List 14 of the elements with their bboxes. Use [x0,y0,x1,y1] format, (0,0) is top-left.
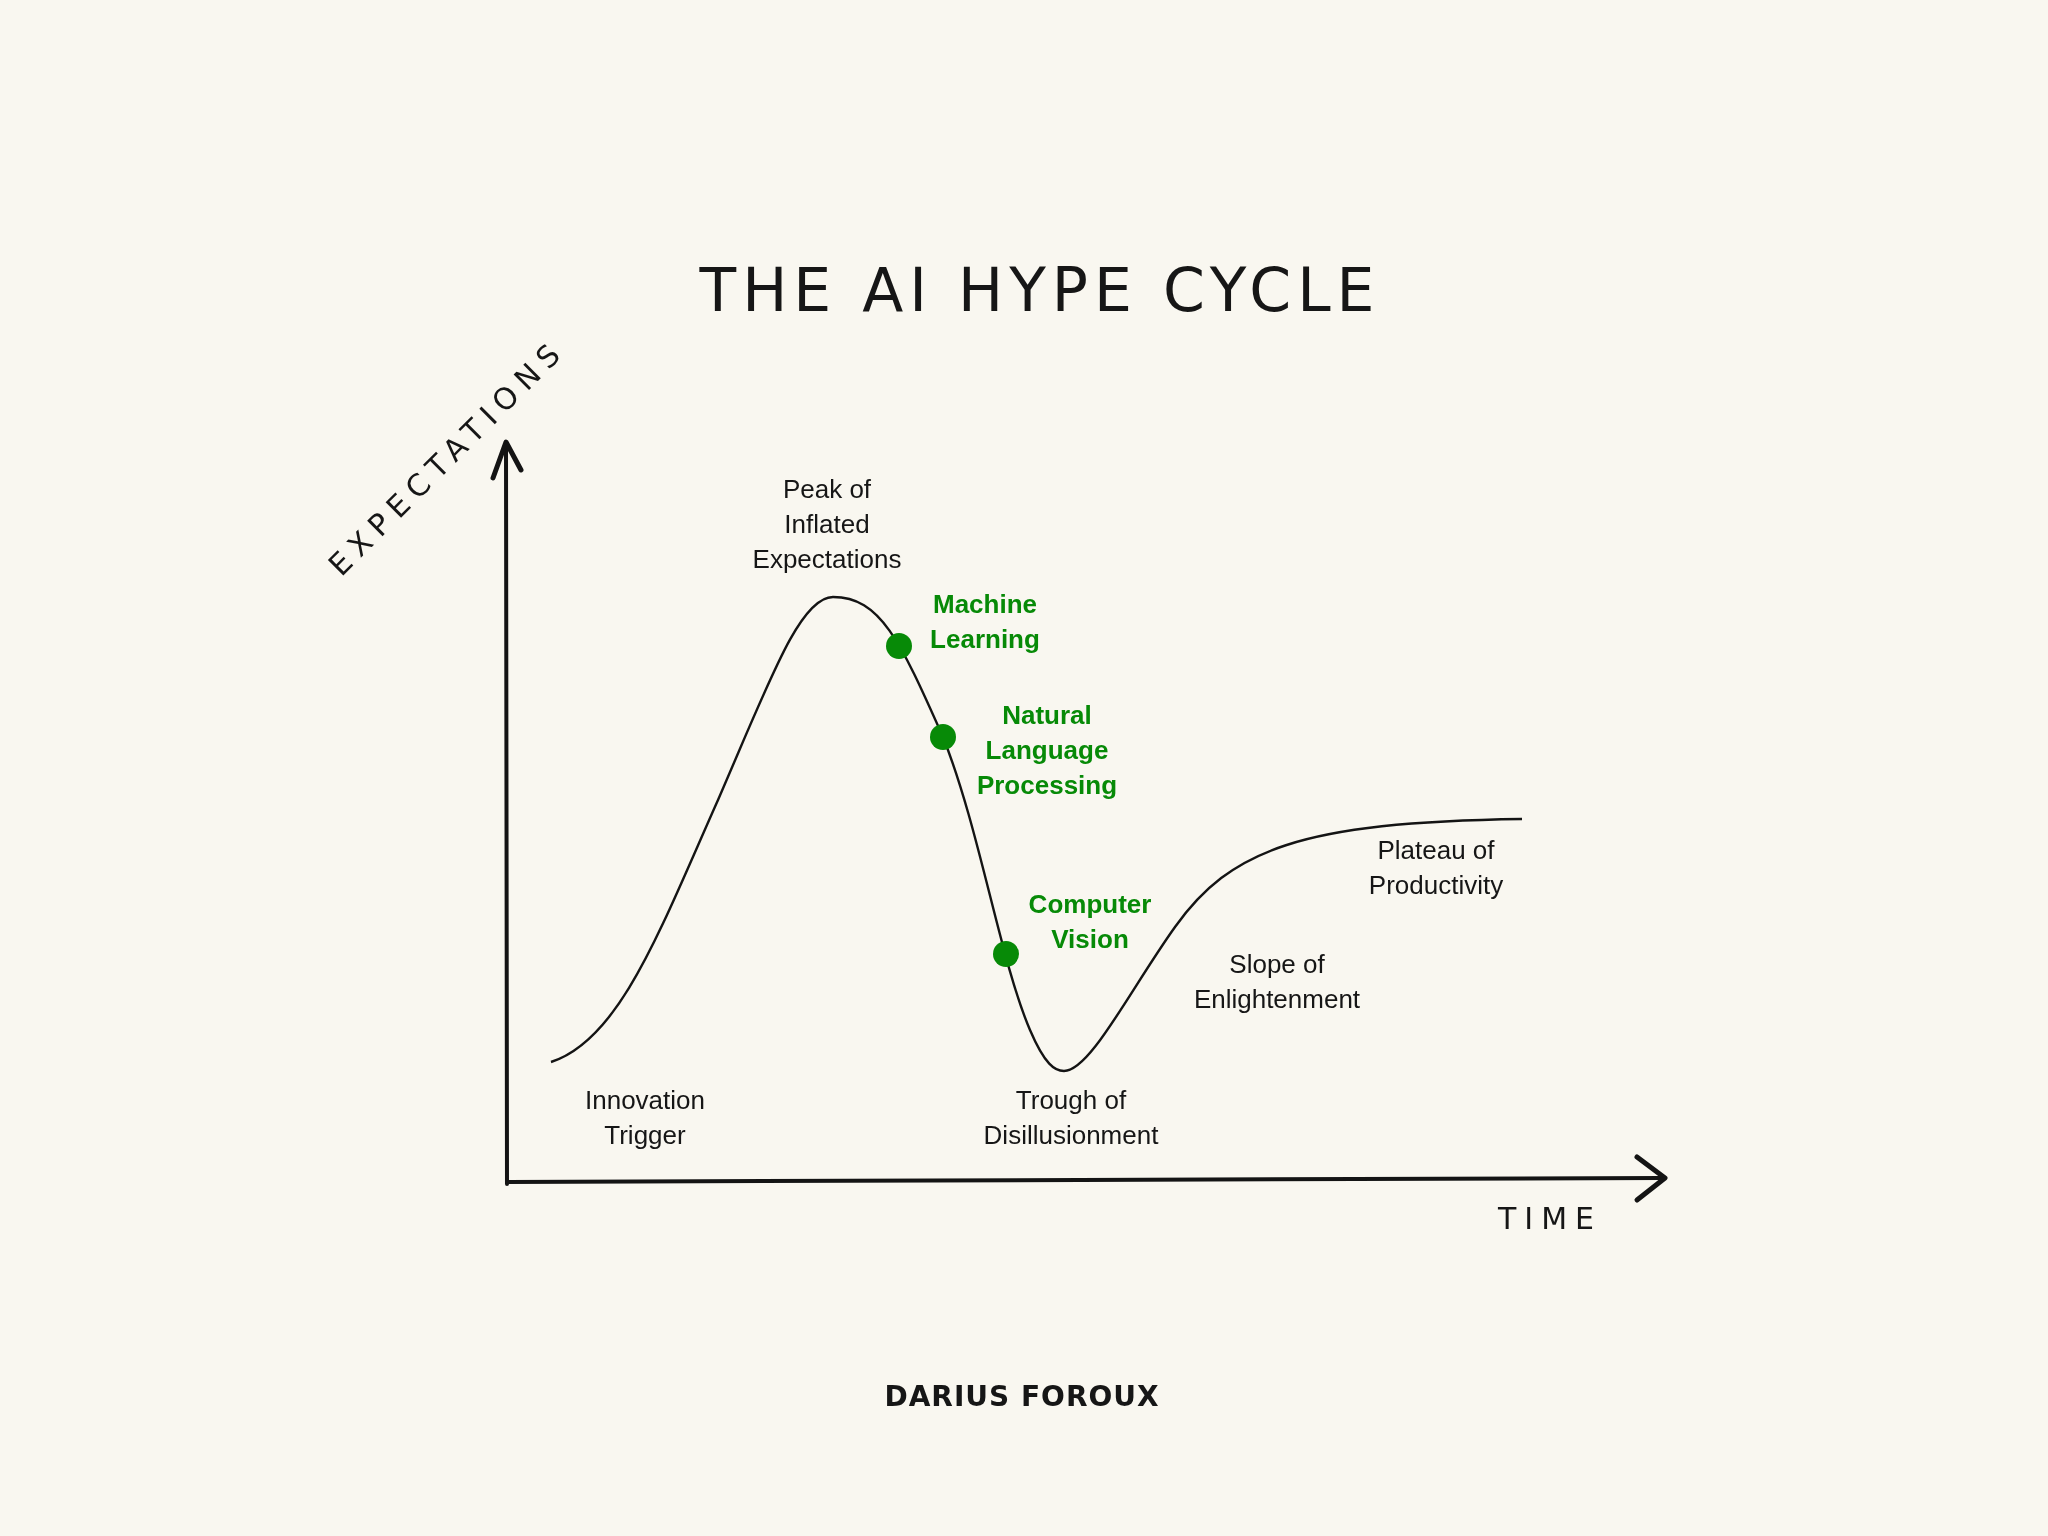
point-label: Machine Learning [929,588,1041,656]
point-marker [993,941,1019,967]
point-label: Computer Vision [1027,888,1153,956]
point-marker [930,724,956,750]
point-label: Natural Language Processing [975,699,1119,802]
phase-label: Innovation Trigger [584,1084,706,1152]
phase-label: Plateau of Productivity [1367,834,1505,902]
point-marker [886,633,912,659]
phase-label: Slope of Enlightenment [1192,948,1362,1016]
axis-label: TIME [1498,1201,1602,1235]
author-signature: DARIUS FOROUX [884,1381,1160,1413]
phase-label: Peak of Inflated Expectations [751,473,903,576]
diagram-title: THE AI HYPE CYCLE [699,257,1381,323]
phase-label: Trough of Disillusionment [982,1084,1160,1152]
